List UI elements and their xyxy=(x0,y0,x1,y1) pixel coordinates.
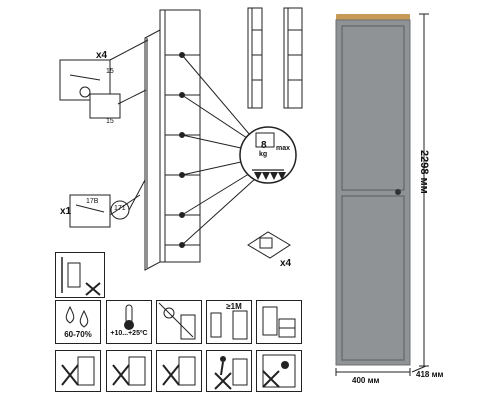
sun-icon xyxy=(158,302,196,340)
cabinet-pictogram xyxy=(256,300,302,344)
heater-icon xyxy=(210,310,248,340)
foot-part-drawing xyxy=(247,231,291,259)
screw-code-4: 171 xyxy=(114,205,126,212)
shelf-load-badge xyxy=(239,126,297,184)
humidity-label: 60-70% xyxy=(64,330,92,339)
no-wet-cloth-icon xyxy=(61,356,95,386)
cabinet-frame-drawing xyxy=(144,9,201,271)
wall-fixing-pictogram xyxy=(55,252,105,298)
cabinet-mini-views xyxy=(247,7,303,109)
no-wet-cloth-pictogram xyxy=(55,350,101,392)
no-heat-icon xyxy=(162,356,196,386)
thermometer-icon xyxy=(124,304,134,330)
humidity-pictogram xyxy=(55,300,101,344)
handle-quantity: x1 xyxy=(60,206,72,217)
screw-code-1: 15 xyxy=(106,68,114,75)
temperature-pictogram xyxy=(106,300,152,344)
shelf-load-weight: 8 xyxy=(261,140,267,151)
cabinet-icon xyxy=(262,306,296,338)
hinge-detail-drawing xyxy=(59,39,149,119)
handle-detail-drawing xyxy=(69,179,146,228)
distance-label: ≥1M xyxy=(226,302,242,311)
humidity-icon xyxy=(65,305,89,328)
no-heat-pictogram xyxy=(156,350,202,392)
width-dimension: 400 мм xyxy=(352,376,380,385)
heater-distance-pictogram xyxy=(206,300,252,344)
height-dimension: 2298 мм xyxy=(418,150,430,194)
no-climb-icon xyxy=(214,356,248,390)
sunlight-pictogram xyxy=(156,300,202,344)
shelf-load-label: max xyxy=(276,145,291,152)
wall-fixing-icon xyxy=(61,257,101,296)
screw-code-3: 17B xyxy=(86,198,99,205)
shelf-load-unit: kg xyxy=(259,151,268,158)
no-chemicals-pictogram xyxy=(106,350,152,392)
shelf-leaders xyxy=(179,52,257,248)
foot-quantity: x4 xyxy=(280,258,292,269)
cabinet-product-render xyxy=(335,14,411,366)
no-overload-icon xyxy=(262,354,296,388)
no-climb-pictogram xyxy=(206,350,252,392)
dimension-lines xyxy=(335,13,429,376)
no-chemicals-icon xyxy=(112,356,146,386)
depth-dimension: 418 мм xyxy=(416,370,444,379)
temperature-label: +10...+25ºC xyxy=(110,330,148,337)
hinge-quantity: x4 xyxy=(96,50,108,61)
screw-code-2: 15 xyxy=(106,118,114,125)
no-overload-pictogram xyxy=(256,350,302,392)
